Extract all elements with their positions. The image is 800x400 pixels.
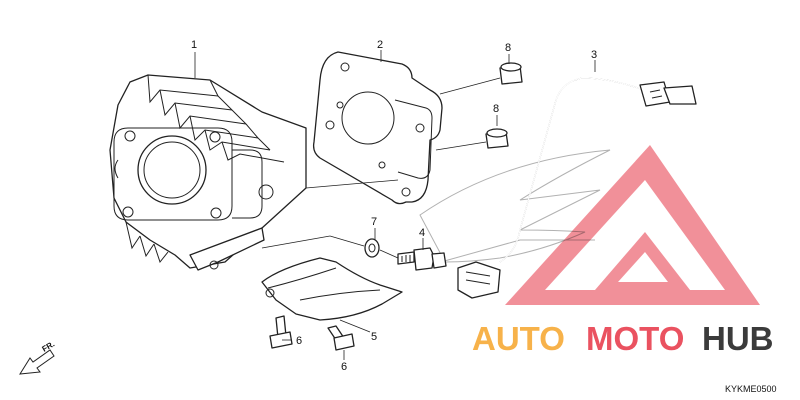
callout-1: 1 (191, 39, 197, 51)
watermark-word-auto: AUTO (472, 320, 565, 357)
sensor-part-4 (397, 247, 447, 271)
callout-2: 2 (377, 39, 383, 51)
wire-harness-part-3 (457, 77, 697, 299)
watermark-word-moto: MOTO (586, 320, 684, 357)
callout-6-right: 6 (341, 361, 347, 373)
callout-3: 3 (591, 49, 597, 61)
cylinder-part-1 (109, 74, 307, 271)
bolt-part-6-left (269, 315, 293, 349)
callout-8-upper: 8 (505, 42, 511, 54)
cover-part-5 (261, 257, 403, 321)
upper-connector (639, 81, 697, 107)
watermark-word-hub: HUB (702, 320, 774, 357)
diagram-code: KYKME0500 (725, 384, 777, 394)
watermark-logo (505, 145, 760, 305)
front-label: FR. (41, 339, 57, 353)
lower-connector (457, 261, 501, 299)
leader-lines (194, 50, 596, 360)
wing-watermark (419, 149, 611, 266)
callout-4: 4 (419, 227, 425, 239)
callout-8-lower: 8 (493, 103, 499, 115)
callout-7: 7 (371, 216, 377, 228)
watermark-text: AUTO MOTO HUB (472, 320, 774, 357)
bolt-part-6-right (327, 325, 355, 351)
dowel-pin-lower (485, 128, 509, 149)
callout-5: 5 (371, 331, 377, 343)
front-arrow: FR. (19, 339, 57, 375)
gasket-part-2 (312, 51, 443, 205)
washer-part-7 (364, 238, 380, 258)
callout-6-left: 6 (296, 335, 302, 347)
dowel-pin-upper (499, 62, 523, 85)
